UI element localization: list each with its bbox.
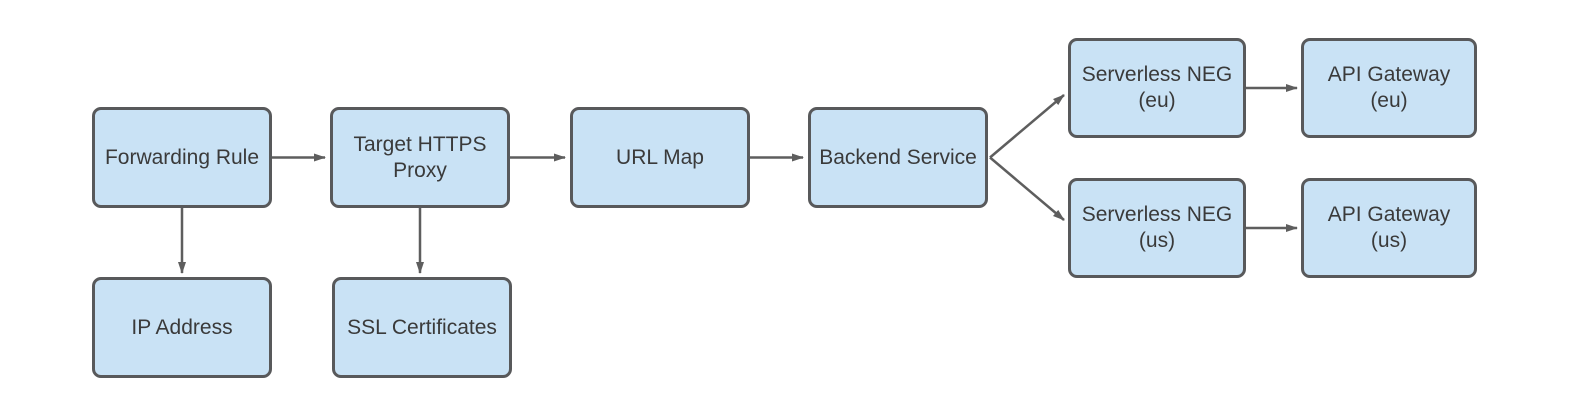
node-url-map: URL Map (570, 107, 750, 208)
node-forwarding-rule: Forwarding Rule (92, 107, 272, 208)
edge-backend-service-to-serverless-neg-eu (989, 94, 1065, 159)
node-api-gateway-us: API Gateway (us) (1301, 178, 1477, 278)
node-ip-address: IP Address (92, 277, 272, 378)
node-ssl-certificates: SSL Certificates (332, 277, 512, 378)
edge-backend-service-to-serverless-neg-us (989, 156, 1065, 221)
node-serverless-neg-us: Serverless NEG (us) (1068, 178, 1246, 278)
node-backend-service: Backend Service (808, 107, 988, 208)
node-serverless-neg-eu: Serverless NEG (eu) (1068, 38, 1246, 138)
node-api-gateway-eu: API Gateway (eu) (1301, 38, 1477, 138)
node-target-https-proxy: Target HTTPS Proxy (330, 107, 510, 208)
